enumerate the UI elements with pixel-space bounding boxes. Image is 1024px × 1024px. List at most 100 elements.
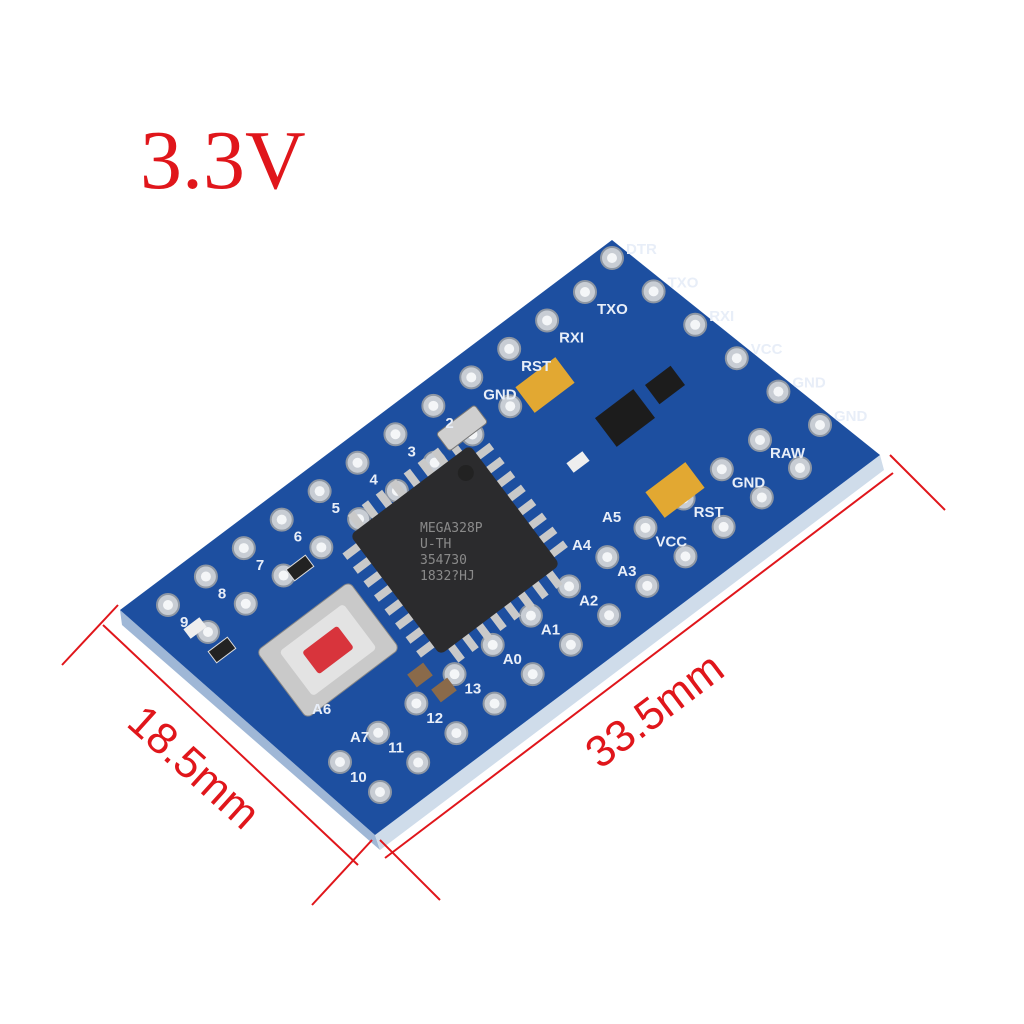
pin-hole-center [604, 610, 615, 621]
chip-lead [516, 589, 535, 610]
pin-hole-center [335, 757, 345, 767]
chip-lead [405, 625, 427, 644]
chip-lead [389, 479, 409, 501]
pin-label: GND [483, 386, 516, 403]
chip-lead [375, 489, 395, 511]
pin-hole-center [352, 457, 363, 468]
pin-hole-center [564, 581, 575, 592]
pin-label: 9 [180, 614, 188, 631]
chip-lead [504, 484, 526, 504]
chip-lead [483, 456, 505, 476]
chip-lead [494, 470, 516, 490]
chip-marking-line: 1832?HJ [420, 569, 475, 584]
pin-hole-center [314, 486, 325, 497]
pin-hole-center [680, 551, 691, 562]
pin-hole-center [718, 521, 729, 532]
pin-label: A7 [350, 729, 369, 746]
pin-label: A2 [579, 592, 598, 609]
led [183, 617, 207, 639]
pin-label: A0 [503, 651, 522, 668]
pin-label: VCC [751, 341, 783, 358]
pin-hole-center [278, 570, 289, 581]
pin-label: TXO [597, 301, 628, 318]
tantalum-capacitor [515, 357, 575, 413]
crystal [436, 405, 488, 451]
pin-hole-center [580, 287, 590, 297]
pin-label: 3 [407, 443, 415, 460]
chip-lead [473, 442, 495, 462]
pin-label: 7 [256, 557, 264, 574]
chip-lead [417, 458, 437, 479]
chip-lead [416, 639, 437, 658]
pin-label: GND [792, 375, 826, 392]
voltage-title: 3.3V [140, 114, 306, 207]
resistor [285, 554, 315, 582]
pin-label: RST [694, 504, 724, 521]
pin-hole-center [375, 787, 385, 797]
pin-label: 6 [294, 529, 302, 546]
board-edge [120, 610, 380, 850]
pin-label: RST [521, 358, 551, 375]
pin-label: 10 [350, 769, 367, 786]
pin-hole-center [487, 639, 498, 650]
pin-hole-center [756, 492, 767, 503]
pin-label: RXI [559, 329, 584, 346]
chip-lead [488, 610, 507, 631]
pin-label: 4 [370, 472, 379, 489]
chip-lead [515, 498, 537, 518]
width-dimension [61, 604, 373, 906]
chip-lead [352, 555, 374, 574]
pin-label: A1 [541, 622, 560, 639]
pin-label: GND [732, 474, 766, 491]
capacitor [407, 662, 433, 688]
pin-label: 12 [426, 710, 443, 727]
pin-hole-center [642, 580, 653, 591]
pin-hole-center [505, 401, 516, 412]
pin-label: 5 [332, 500, 340, 517]
chip-lead [403, 468, 423, 490]
chip-lead [526, 512, 547, 532]
pin-label: A6 [312, 701, 331, 718]
pin-hole-center [773, 386, 784, 397]
chip-lead [384, 597, 406, 616]
chip-marking-line: U-TH [420, 537, 451, 552]
pin-label: TXO [668, 274, 699, 291]
pin-hole-center [716, 464, 727, 475]
tantalum-capacitor [645, 462, 705, 518]
chip-lead [361, 500, 381, 522]
length-dimension [379, 454, 946, 901]
led [566, 451, 590, 473]
chip-lead [374, 583, 395, 602]
pin-hole-center [607, 253, 617, 263]
transistor [645, 365, 685, 405]
pin-hole-center [413, 757, 424, 768]
pin-hole-center [648, 286, 659, 297]
atmega-chip [342, 437, 568, 663]
pin-hole-center [602, 552, 613, 563]
pin-hole-center [640, 522, 651, 533]
pin-hole-center [527, 669, 538, 680]
chip-lead [446, 641, 465, 663]
chip-lead [342, 541, 364, 560]
chip-lead [347, 510, 367, 532]
pin-hole-center [316, 542, 327, 553]
pin-hole-center [504, 343, 515, 354]
chip-lead [547, 540, 568, 559]
chip-lead [474, 620, 493, 642]
chip-lead [536, 526, 558, 546]
pin-hole-center [411, 698, 422, 709]
pin-hole-center [428, 400, 439, 411]
pin-label: GND [834, 408, 868, 425]
pin-label: A3 [617, 563, 636, 580]
reset-button [258, 583, 398, 717]
pin-label: DTR [626, 241, 657, 258]
capacitor [431, 677, 457, 703]
pin-label: A5 [602, 509, 621, 526]
chip-lead [460, 631, 479, 653]
chip-lead [431, 447, 451, 469]
pin-hole-center [815, 420, 825, 430]
pin-hole-center [565, 639, 576, 650]
pin-hole-center [795, 463, 805, 473]
